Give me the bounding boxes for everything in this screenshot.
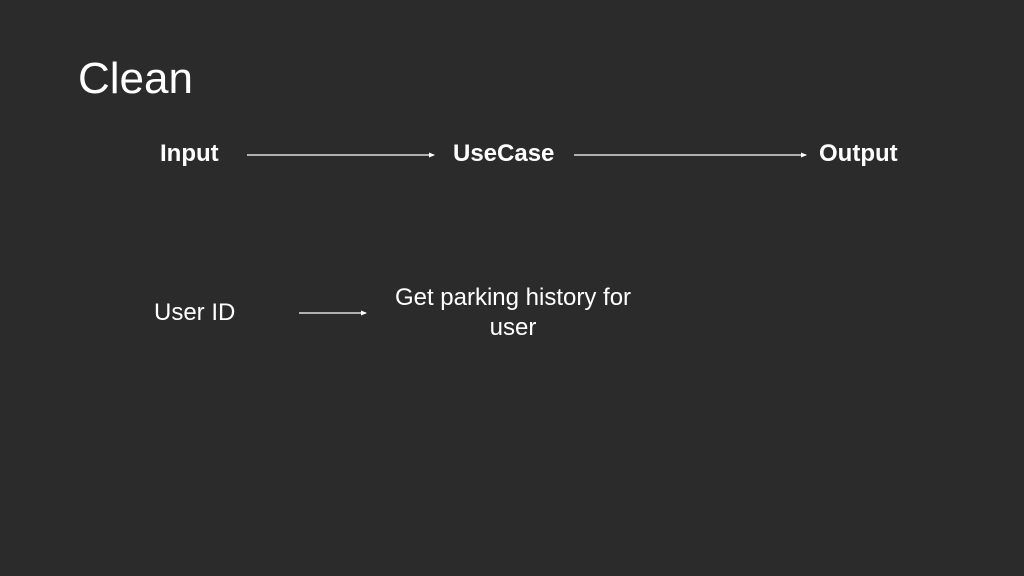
example-usecase-label: Get parking history for user — [394, 284, 632, 341]
example-input-label: User ID — [154, 299, 236, 326]
usecase-header: UseCase — [453, 140, 555, 167]
slide-title: Clean — [78, 54, 193, 103]
output-header: Output — [819, 140, 898, 167]
input-header: Input — [160, 140, 219, 167]
